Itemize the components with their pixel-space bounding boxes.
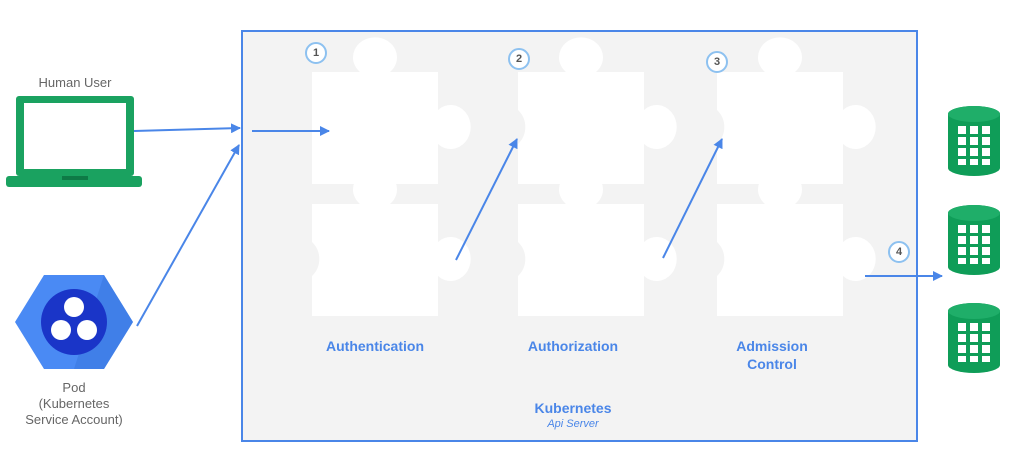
human-user-label: Human User xyxy=(38,75,112,90)
step-number-badge: 3 xyxy=(706,51,728,73)
pod-label-line: (Kubernetes xyxy=(38,396,110,411)
stage-label-admission-control: Admission Control xyxy=(697,337,847,373)
database-icon xyxy=(948,106,1000,176)
step-number-badge: 1 xyxy=(305,42,327,64)
stage-label-line: Admission xyxy=(736,338,808,354)
database-icon xyxy=(948,205,1000,275)
step-number-badge: 2 xyxy=(508,48,530,70)
api-server-subtitle: Api Server xyxy=(547,418,599,430)
stage-label-authorization: Authorization xyxy=(527,338,619,354)
arrow-authorization-to-admission xyxy=(662,138,723,259)
arrow-pod-to-server xyxy=(136,144,240,327)
pod-label-line: Service Account) xyxy=(25,412,123,427)
arrow-authentication-to-authorization xyxy=(455,138,518,261)
database-icon xyxy=(948,303,1000,373)
stage-label-line: Control xyxy=(747,356,797,372)
pod-label-line: Pod xyxy=(62,380,86,395)
stage-label-authentication: Authentication xyxy=(326,338,424,354)
laptop-icon xyxy=(6,96,142,187)
step-number-badge: 4 xyxy=(888,241,910,263)
api-server-title: Kubernetes xyxy=(534,400,612,416)
pod-icon xyxy=(15,275,133,369)
arrow-user-to-server xyxy=(133,123,241,134)
pod-label: Pod (Kubernetes Service Account) xyxy=(14,380,134,428)
